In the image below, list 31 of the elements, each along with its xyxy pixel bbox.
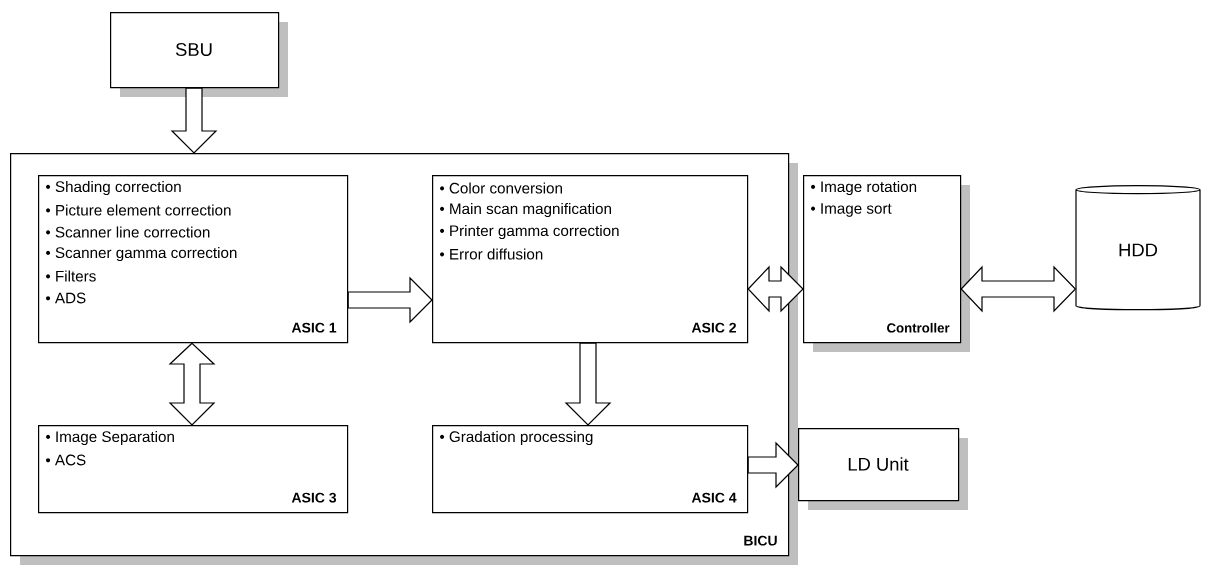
list-item: • Image rotation (811, 180, 917, 196)
disk-cylinder: HDD (1075, 185, 1201, 311)
block-arrow (747, 441, 799, 489)
list-item: • ACS (46, 454, 86, 466)
list-item: • Error diffusion (440, 248, 543, 260)
box-label: ASIC 4 (691, 492, 737, 503)
list-item: • Color conversion (440, 182, 562, 194)
block-arrow (170, 87, 218, 154)
list-item: • Scanner gamma correction (46, 246, 237, 262)
block-arrow (747, 265, 804, 313)
list-item: • ADS (46, 292, 86, 304)
list-item: • Printer gamma correction (440, 224, 619, 240)
box-label: SBU (175, 43, 212, 57)
block-arrow (564, 342, 612, 426)
box-label: ASIC 1 (291, 322, 337, 333)
block-arrow (960, 265, 1077, 313)
box-label: ASIC 3 (291, 492, 337, 503)
list-item: • Shading correction (46, 180, 181, 196)
block-arrow (347, 276, 433, 324)
list-item: • Image Separation (46, 430, 174, 446)
list-item: • Main scan magnification (440, 202, 611, 218)
box-label: BICU (744, 535, 777, 546)
list-item: • Scanner line correction (46, 226, 210, 238)
block-arrow (168, 342, 216, 426)
list-item: • Image sort (811, 203, 892, 217)
box-label: Controller (887, 322, 950, 333)
list-item: • Gradation processing (440, 430, 593, 446)
list-item: • Picture element correction (46, 204, 231, 216)
list-item: • Filters (46, 270, 96, 282)
box-label: LD Unit (848, 457, 909, 471)
box-label: ASIC 2 (691, 322, 736, 333)
